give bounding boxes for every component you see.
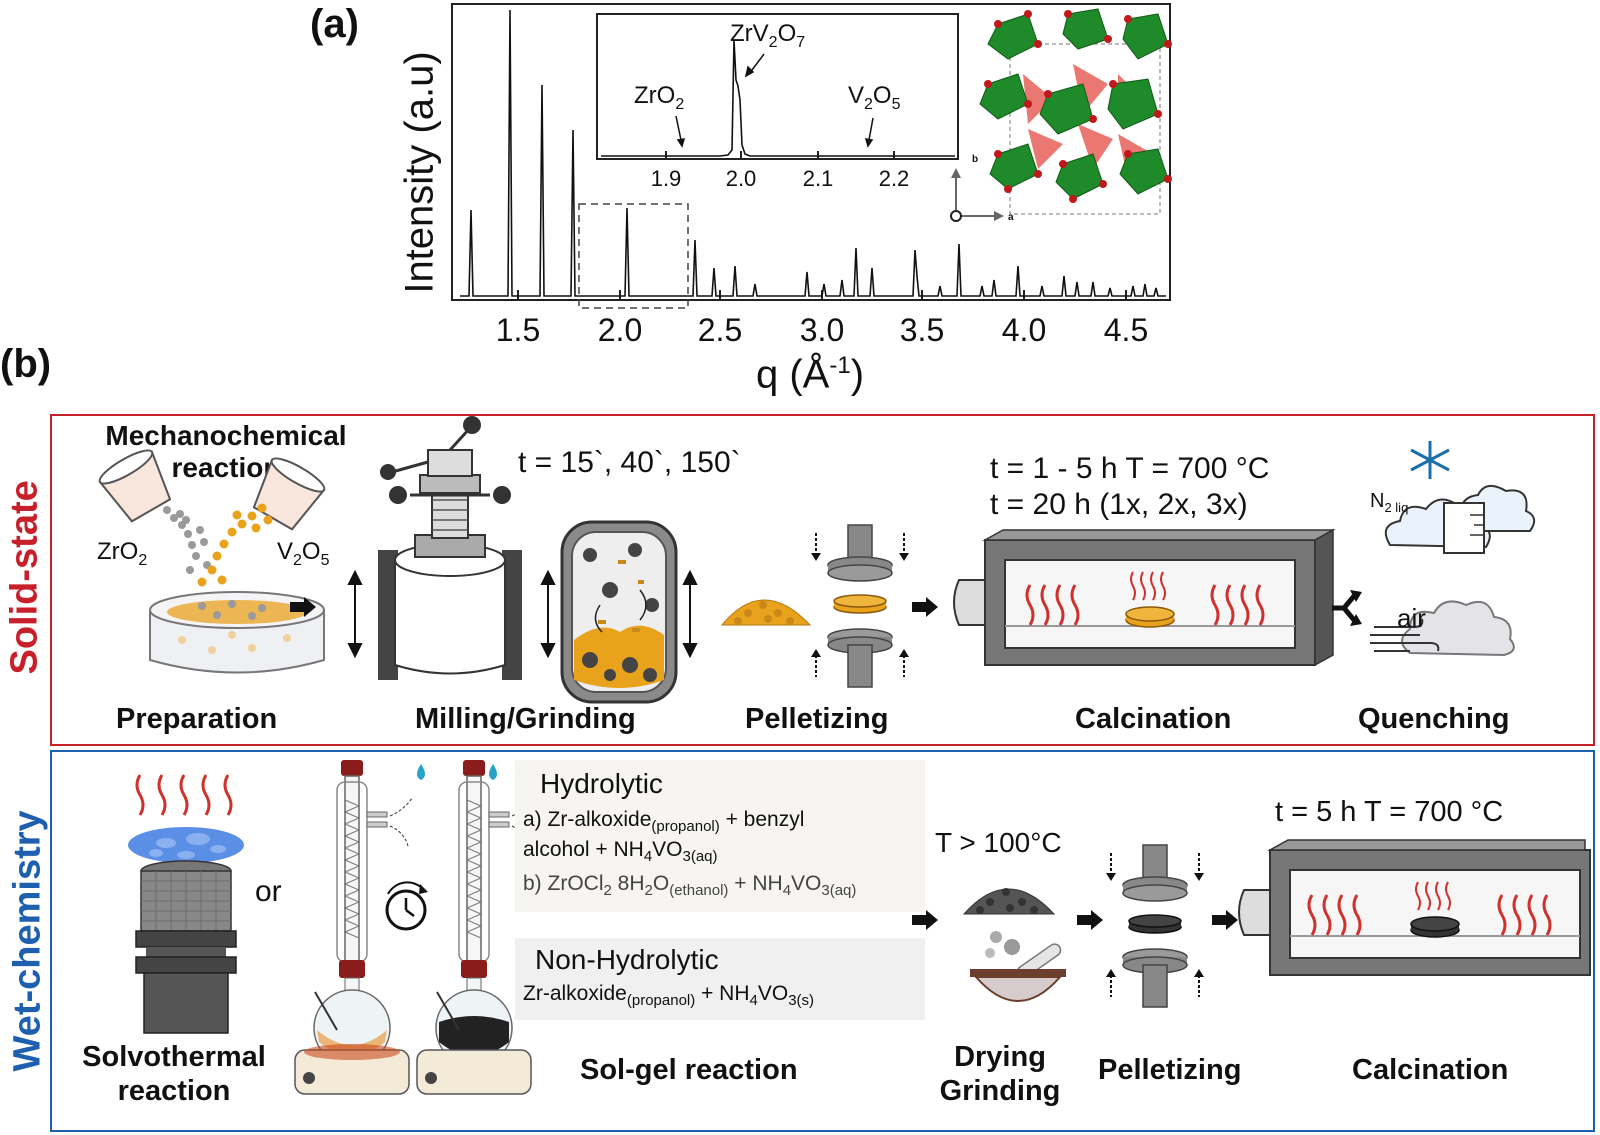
crystal-structure-icon — [950, 8, 1172, 222]
step-calcination: Calcination — [1075, 703, 1232, 735]
beaker-icon — [149, 591, 325, 674]
arrow-icon — [290, 597, 316, 617]
axis-b-label: b — [972, 154, 979, 165]
or-label: or — [255, 875, 282, 908]
inset-xtick-2: 2.0 — [725, 166, 757, 191]
step-calcination-wet: Calcination — [1352, 1054, 1509, 1086]
heat-icon — [1025, 571, 1265, 626]
arrow-icon — [912, 597, 938, 617]
mortar-icon — [970, 931, 1066, 1002]
preparation-illustration — [98, 449, 326, 674]
arrow-icon — [1077, 910, 1103, 930]
inset-label-zrv2o7: ZrV2O7 — [730, 20, 806, 51]
quenching-illustration — [1370, 441, 1536, 657]
xtick-4: 3.0 — [799, 312, 845, 348]
step-quenching: Quenching — [1358, 703, 1510, 735]
panel-a-label: (a) — [310, 2, 359, 46]
dark-powder-icon — [962, 888, 1056, 915]
solid-state-label: Solid-state — [3, 480, 46, 675]
xtick-7: 4.5 — [1103, 312, 1149, 348]
step-solvothermal: Solvothermal reaction — [82, 1041, 266, 1107]
xtick-6: 4.0 — [1001, 312, 1047, 348]
calc-time-2: t = 20 h (1x, 2x, 3x) — [990, 488, 1248, 521]
xtick-1: 1.5 — [495, 312, 541, 348]
nonhydrolytic-title: Non-Hydrolytic — [535, 944, 719, 975]
step-pelletizing: Pelletizing — [745, 703, 889, 735]
step-pelletizing-wet: Pelletizing — [1098, 1054, 1242, 1086]
pellet-press-icon — [811, 524, 909, 688]
xtick-3: 2.5 — [697, 312, 743, 348]
inset-frame — [596, 13, 959, 160]
heat-icon — [135, 774, 233, 816]
snowflake-icon — [1410, 441, 1450, 479]
step-preparation: Preparation — [116, 703, 278, 735]
mechano-title: Mechanochemical reaction — [105, 420, 347, 483]
branch-arrow-icon — [1332, 590, 1362, 626]
inset-label-v2o5: V2O5 — [848, 82, 901, 113]
v2o5-label: V2O5 — [277, 538, 330, 569]
clock-icon — [385, 881, 428, 931]
inset-xtick-4: 2.2 — [878, 166, 910, 191]
step-milling: Milling/Grinding — [415, 703, 636, 735]
xrd-plot — [451, 3, 1171, 309]
milling-time: t = 15`, 40`, 150` — [518, 446, 741, 479]
wet-calc-text: t = 5 h T = 700 °C — [1275, 796, 1504, 828]
cloud-icon — [1401, 600, 1515, 657]
drying-temp: T > 100°C — [935, 827, 1062, 858]
inset-label-zro2: ZrO2 — [634, 82, 685, 113]
furnace-icon — [1238, 839, 1591, 976]
hydrolytic-box — [515, 760, 925, 912]
pellet-press-icon — [1106, 844, 1204, 1008]
autoclave-icon — [128, 774, 244, 1034]
hydrolytic-b-line: b) ZrOCl2 8H2O(ethanol) + NH4VO3(aq) — [523, 872, 857, 900]
powder-pile-icon — [720, 599, 812, 626]
arrow-icon — [912, 910, 938, 930]
zoom-region-box — [578, 203, 689, 309]
x-axis-label: q (Å-1) — [756, 352, 865, 397]
inset-xtick-3: 2.1 — [802, 166, 834, 191]
solid-state-box — [50, 414, 1595, 746]
arrow-icon — [1212, 910, 1238, 930]
wet-chemistry-box — [50, 750, 1595, 1132]
reflux-icon — [294, 760, 425, 1095]
reflux-icon — [416, 760, 533, 1095]
step-solgel: Sol-gel reaction — [580, 1054, 798, 1086]
axis-a-label: a — [1008, 212, 1014, 223]
inset-xtick-1: 1.9 — [650, 166, 682, 191]
nonhydrolytic-line: Zr-alkoxide(propanol) + NH4VO3(s) — [523, 982, 815, 1010]
hydrolytic-a-line2: alcohol + NH4VO3(aq) — [523, 838, 718, 866]
n2-label: N2 liq — [1370, 490, 1409, 515]
air-label: air — [1397, 603, 1426, 633]
mill-icon — [347, 416, 522, 680]
cup-icon — [98, 449, 172, 523]
xrd-pattern-line — [460, 9, 1166, 297]
wind-icon — [1370, 618, 1440, 652]
jar-icon — [540, 520, 698, 704]
inset-peak-line — [601, 39, 955, 157]
nonhydrolytic-box — [515, 938, 925, 1020]
xtick-5: 3.5 — [899, 312, 945, 348]
panel-b-label: (b) — [0, 342, 52, 386]
xtick-2: 2.0 — [597, 312, 643, 348]
furnace-icon — [953, 528, 1336, 667]
wet-chemistry-label: Wet-chemistry — [6, 810, 49, 1072]
calc-time-1: t = 1 - 5 h T = 700 °C — [990, 452, 1270, 485]
heat-icon — [1307, 881, 1552, 936]
hydrolytic-a-line1: a) Zr-alkoxide(propanol) + benzyl — [523, 808, 805, 836]
cup-icon — [252, 457, 326, 531]
step-drying-grinding: Drying Grinding — [939, 1041, 1061, 1107]
hydrolytic-title: Hydrolytic — [540, 768, 663, 799]
zro2-label: ZrO2 — [97, 538, 148, 569]
